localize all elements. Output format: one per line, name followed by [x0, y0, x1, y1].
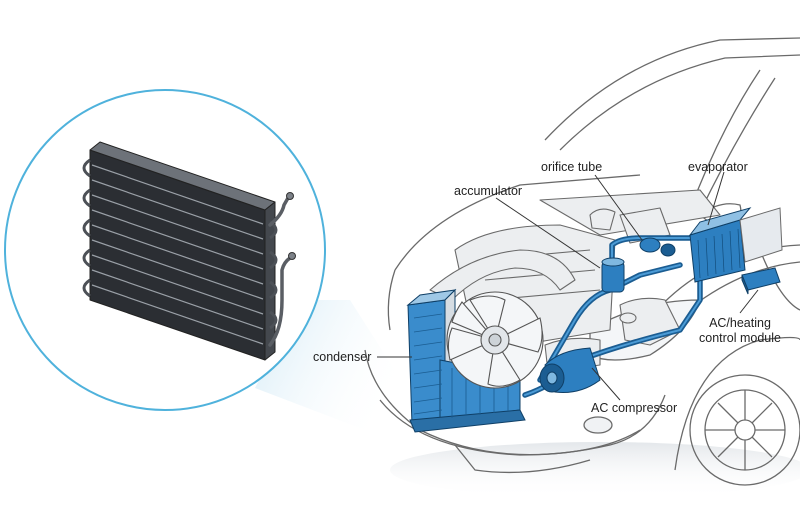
label-control-module-line1: AC/heating [709, 316, 771, 330]
label-control-module-line2: control module [699, 331, 781, 345]
leader-control-module [739, 289, 759, 314]
label-condenser: condenser [313, 350, 372, 364]
cooling-fan [446, 291, 544, 389]
accumulator-part [601, 257, 625, 293]
label-accumulator: accumulator [454, 184, 523, 198]
leader-evaporator [707, 171, 725, 226]
condenser-detail-icon [82, 141, 296, 361]
ac-compressor-part [539, 347, 601, 393]
car-shadow [390, 442, 800, 498]
label-control-module: AC/heating control module [680, 316, 800, 346]
label-ac-compressor: AC compressor [591, 401, 678, 415]
leader-orifice-tube [594, 174, 643, 241]
leader-lines [377, 171, 759, 401]
label-evaporator: evaporator [688, 160, 748, 174]
orifice-tube-part [639, 237, 676, 257]
label-orifice-tube: orifice tube [541, 160, 603, 174]
leader-compressor [591, 367, 621, 401]
leader-accumulator [495, 197, 601, 269]
evaporator-part [688, 207, 783, 283]
control-module-part [741, 267, 781, 295]
